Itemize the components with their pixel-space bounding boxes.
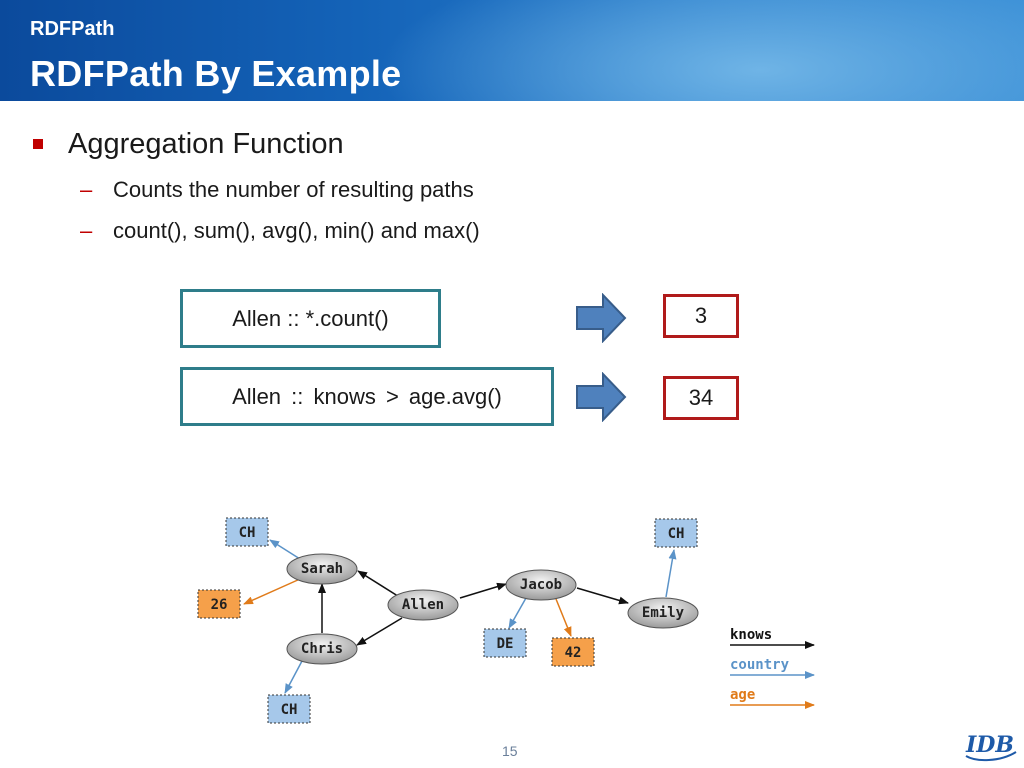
logo-text: IDB: [965, 732, 1014, 758]
literal-country-sarah: CH: [225, 517, 269, 547]
right-arrow-icon: [576, 372, 627, 422]
edge-knows-allen-sarah: [357, 570, 402, 599]
idb-logo-icon: IDB: [965, 732, 1017, 762]
slide-title: RDFPath By Example: [30, 53, 402, 94]
slide-header: RDFPath RDFPath By Example: [0, 0, 1024, 101]
edge-country-sarah: [269, 539, 301, 560]
edge-country-emily: [665, 549, 677, 598]
node-jacob: Jacob: [505, 569, 577, 601]
page-number: 15: [502, 743, 518, 759]
result-value-2: 34: [688, 385, 714, 410]
node-chris: Chris: [286, 633, 358, 665]
sub-bullet-dash: –: [80, 177, 93, 202]
edge-age-sarah: [243, 578, 301, 605]
sub-bullet-1: Counts the number of resulting paths: [113, 177, 474, 202]
section-title: RDFPath: [30, 18, 115, 40]
query-box-2: Allen :: knows > age.avg(): [180, 367, 554, 426]
right-arrow-icon: [576, 293, 627, 343]
edge-country-jacob: [508, 597, 527, 629]
rdf-graph-diagram: Sarah Allen Chris Jacob Emily CH 26 CH D…: [197, 517, 815, 724]
edge-knows-allen-jacob: [459, 582, 507, 599]
graph-legend: knows country age: [730, 627, 815, 709]
literal-age-sarah: 26: [197, 589, 241, 619]
legend-country: country: [730, 657, 790, 673]
result-box-1: 3: [663, 294, 739, 338]
literal-label: 42: [565, 645, 582, 661]
node-label: Jacob: [520, 577, 562, 593]
literal-label: 26: [211, 597, 228, 613]
query-box-1: Allen :: *.count(): [180, 289, 441, 348]
node-label: Chris: [301, 641, 343, 657]
node-label: Emily: [642, 605, 685, 621]
legend-age: age: [730, 687, 755, 703]
edge-country-chris: [284, 660, 303, 694]
literal-country-chris: CH: [267, 694, 311, 724]
query-text-2: Allen :: knows > age.avg(): [232, 383, 502, 409]
literal-label: DE: [497, 636, 514, 652]
literal-label: CH: [668, 526, 685, 542]
legend-knows: knows: [730, 627, 772, 643]
sub-bullet-dash: –: [80, 218, 93, 243]
literal-age-jacob: 42: [551, 637, 595, 667]
node-label: Sarah: [301, 561, 343, 577]
node-emily: Emily: [627, 597, 699, 629]
sub-bullet-2: count(), sum(), avg(), min() and max(): [113, 218, 480, 243]
edge-age-jacob: [555, 598, 572, 637]
node-label: Allen: [402, 597, 444, 613]
result-value-1: 3: [694, 303, 708, 328]
edge-knows-jacob-emily: [576, 587, 629, 605]
literal-country-jacob: DE: [483, 628, 527, 658]
edge-knows-allen-chris: [356, 617, 403, 646]
result-box-2: 34: [663, 376, 739, 420]
node-allen: Allen: [387, 589, 459, 621]
bullet-main: Aggregation Function: [68, 128, 344, 160]
bullet-square-icon: [33, 139, 43, 149]
node-sarah: Sarah: [286, 553, 358, 585]
literal-country-emily: CH: [654, 518, 698, 548]
literal-label: CH: [239, 525, 256, 541]
query-text-1: Allen :: *.count(): [232, 305, 389, 331]
literal-label: CH: [281, 702, 298, 718]
